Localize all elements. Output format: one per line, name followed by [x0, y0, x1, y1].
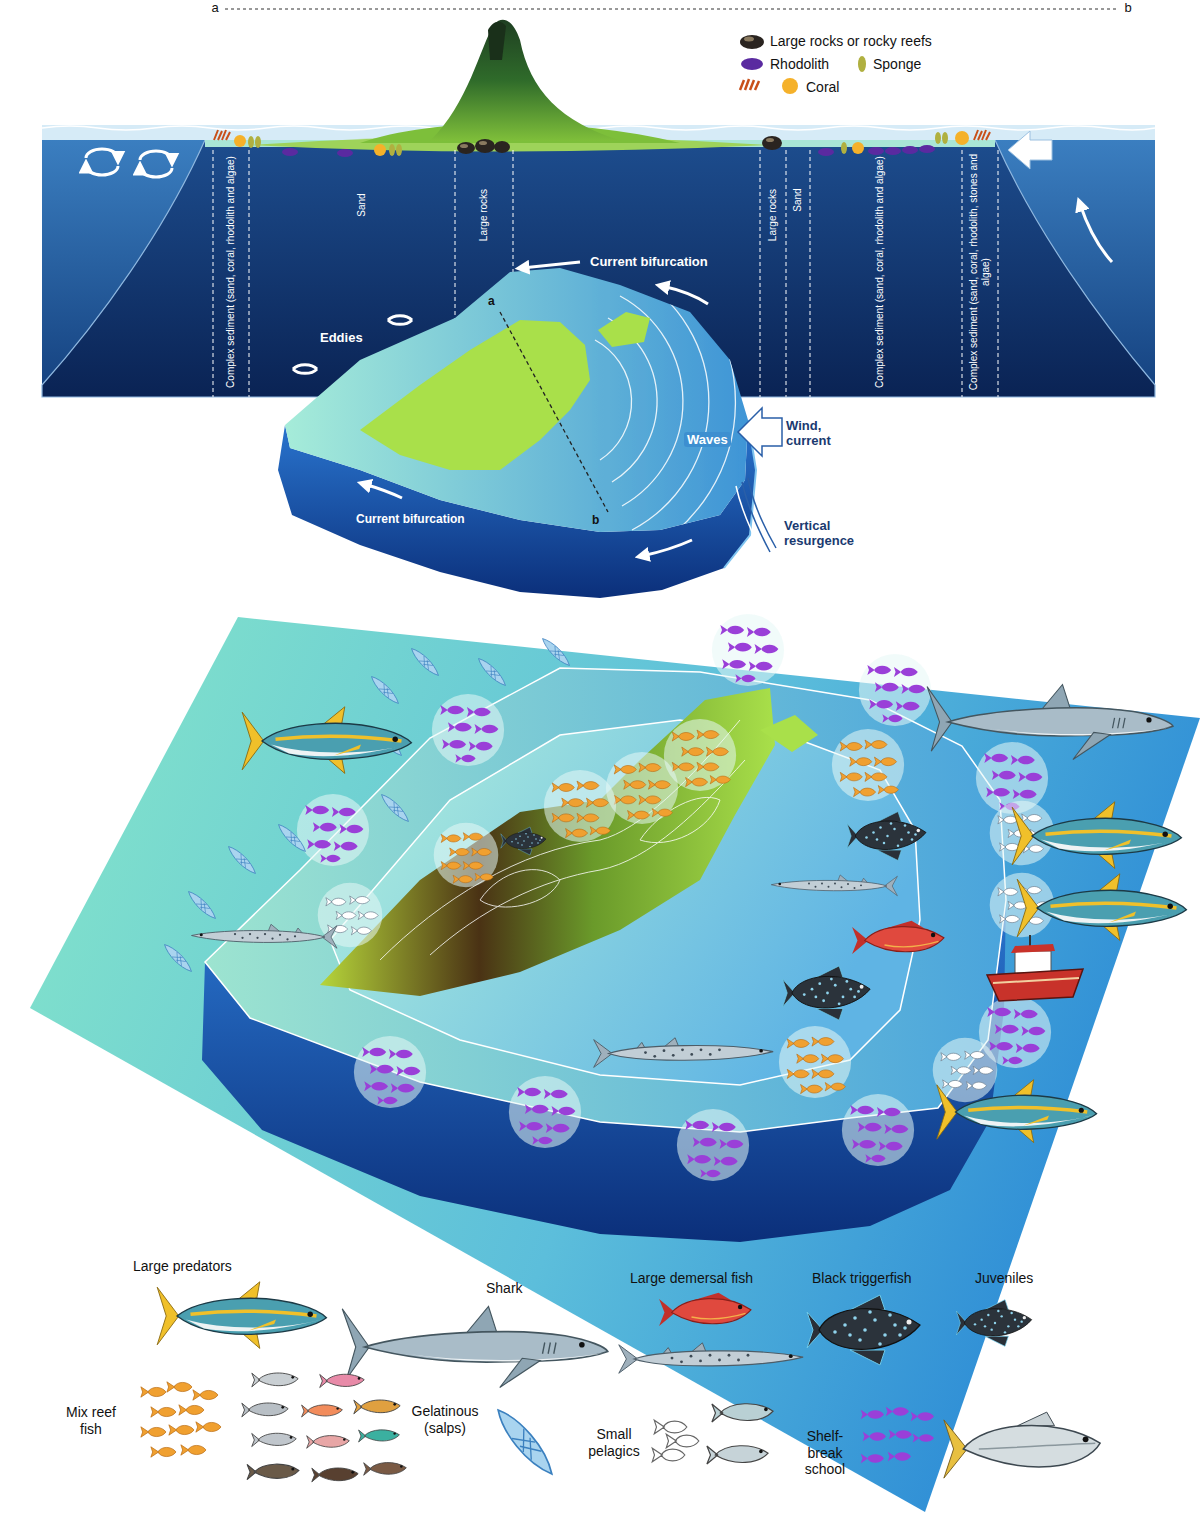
- zone-label: Sand: [356, 165, 368, 245]
- legend-text: Juveniles: [975, 1270, 1033, 1287]
- legend-text: Shark: [486, 1280, 523, 1297]
- section-end-label: a: [488, 294, 495, 308]
- section-end-label: b: [592, 513, 599, 527]
- seabed-features: [214, 130, 990, 157]
- ocean-arrows: [86, 131, 1112, 262]
- legend-text: Mix reef fish: [56, 1404, 126, 1437]
- zone-label: Large rocks: [767, 155, 779, 275]
- shelf-map: [30, 617, 1200, 1512]
- resurgence-label: Vertical resurgence: [784, 518, 870, 549]
- legend-text: Large demersal fish: [630, 1270, 753, 1287]
- legend-text: Shelf-break school: [798, 1428, 852, 1478]
- legend-text: Coral: [806, 79, 839, 96]
- zone-label: Sand: [792, 160, 804, 240]
- legend-text: Large predators: [133, 1258, 232, 1275]
- current-label: Current bifurcation: [590, 254, 708, 269]
- current-label: Current bifurcation: [356, 512, 465, 526]
- section-line: [225, 9, 1118, 10]
- legend-text: Small pelagics: [583, 1426, 645, 1459]
- island-block: [278, 252, 782, 598]
- zone-label: Large rocks: [478, 155, 490, 275]
- legend-text: Gelatinous (salps): [404, 1403, 486, 1436]
- zone-label: Complex sediment (sand, coral, rhodolith…: [225, 152, 237, 392]
- legend-text: Black triggerfish: [812, 1270, 912, 1287]
- eddies-label: Eddies: [320, 330, 363, 345]
- legend-icons: [141, 1282, 1100, 1482]
- wind-label: Wind, current: [786, 418, 848, 449]
- map-fish: [192, 685, 1187, 1143]
- legend-text: Large rocks or rocky reefs: [770, 33, 932, 50]
- salps: [162, 636, 573, 975]
- legend-text: Rhodolith: [770, 56, 829, 73]
- legend-text: Sponge: [873, 56, 921, 73]
- zone-label: Complex sediment (sand, coral, rhodolith…: [874, 152, 886, 392]
- section-end-label: b: [1124, 0, 1131, 15]
- waves-label: Waves: [684, 432, 731, 447]
- zone-label: Complex sediment (sand, coral, rhodolith…: [968, 152, 992, 392]
- section-end-label: a: [211, 0, 218, 15]
